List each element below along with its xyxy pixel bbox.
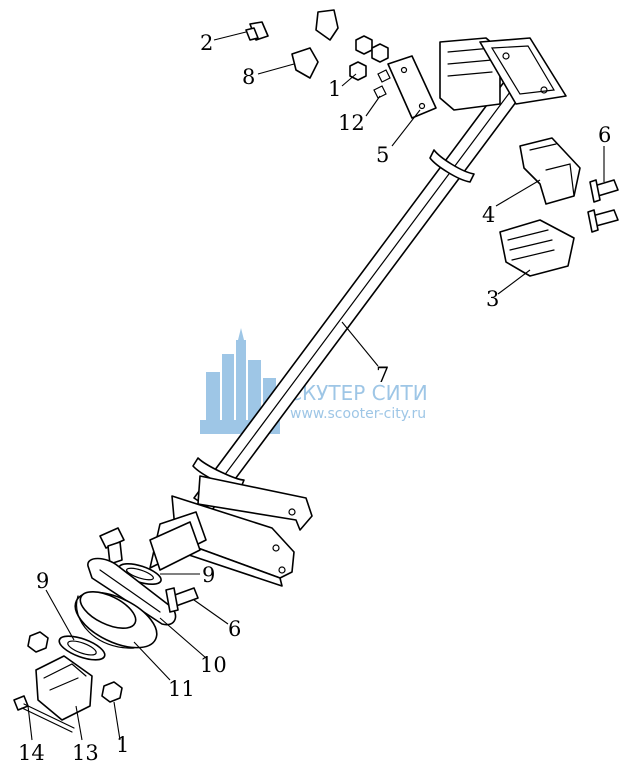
watermark-title: СКУТЕР СИТИ [288,381,428,405]
part-9-washer-upper [118,562,162,586]
callout-6-lower: 6 [228,617,241,641]
leader-lines [27,31,605,741]
part-tube-lower-end [149,511,207,571]
part-6-bolt-lower [165,587,199,613]
part-6-bolts-upper [587,179,619,233]
callout-9-lower: 9 [36,569,49,593]
callout-2: 2 [200,31,213,55]
callout-3: 3 [486,287,499,311]
part-13-clamp-block [35,655,93,721]
part-7-steering-tube [192,81,523,511]
part-3-clamp [499,219,575,277]
callout-6-upper: 6 [598,123,611,147]
part-1-nuts-lower [27,631,123,703]
part-11-bearing-ring [74,590,158,649]
callout-13: 13 [72,741,99,765]
watermark-url: www.scooter-city.ru [290,406,426,422]
part-bolt-lower-left [99,527,125,565]
callout-5: 5 [376,143,389,167]
callout-8: 8 [242,65,255,89]
part-8-cone-cap-lower [291,47,319,79]
callout-11: 11 [168,677,195,701]
part-1-nuts-upper [349,35,389,81]
callout-1-upper: 1 [328,77,341,101]
callout-12: 12 [338,111,365,135]
callout-9-upper: 9 [202,563,215,587]
part-8-cone-cap-upper [315,9,339,41]
part-5-plate [387,55,437,119]
callout-7: 7 [376,363,389,387]
callout-14: 14 [18,741,45,765]
part-9-washer-lower [58,635,106,661]
part-4-clamp-bracket [519,137,581,205]
callout-4: 4 [482,203,495,227]
part-2-small-cap [245,21,269,41]
callout-1-lower: 1 [116,733,129,757]
callout-10: 10 [200,653,227,677]
part-12-lock-washers [373,69,391,99]
part-tube-top-bracket [439,37,567,111]
